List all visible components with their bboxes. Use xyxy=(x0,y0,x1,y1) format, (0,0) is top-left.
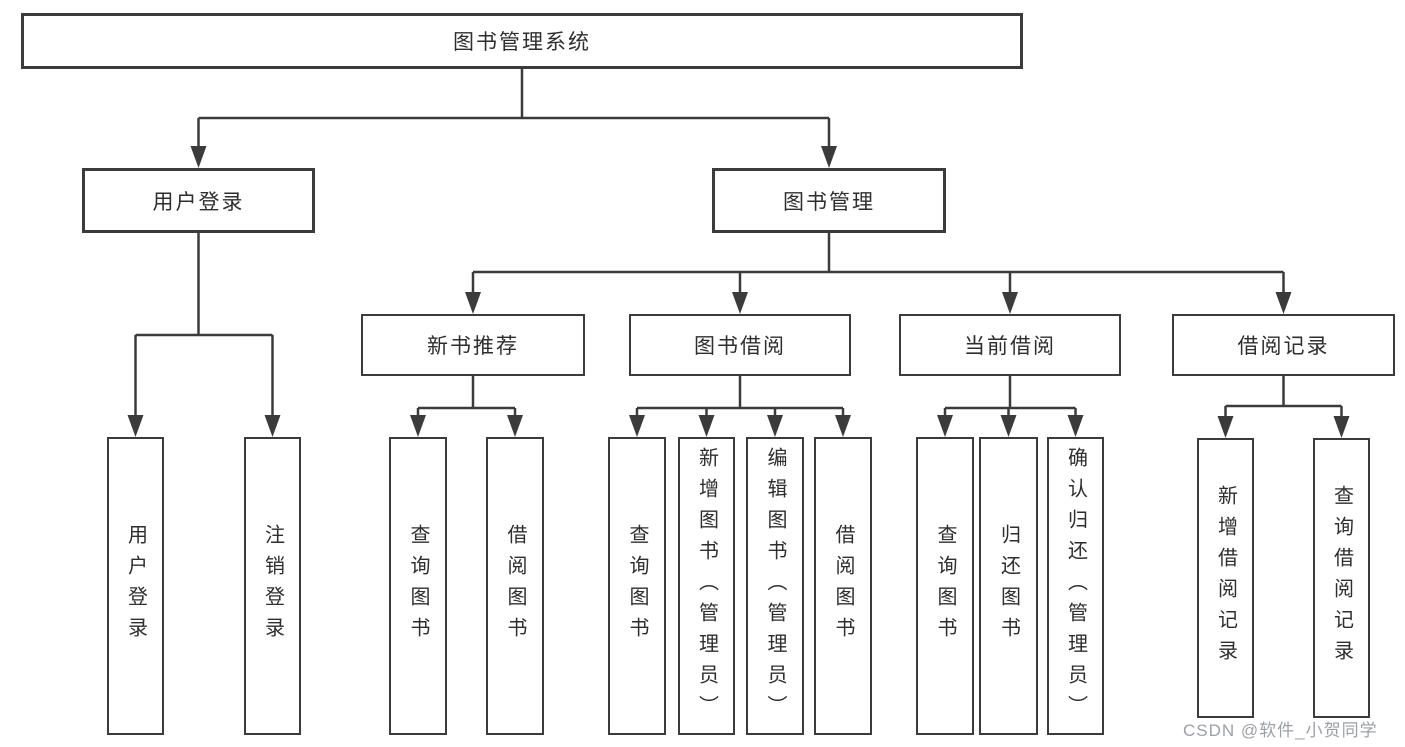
node-label: 新书推荐 xyxy=(427,335,519,358)
leaf-query-books-recommend: 查询图书 xyxy=(389,437,447,735)
node-label: 图书管理系统 xyxy=(453,31,591,54)
leaf-label: 新增借阅记录 xyxy=(1214,485,1237,671)
leaf-label: 编辑图书（管理员） xyxy=(764,446,786,726)
leaf-logout: 注销登录 xyxy=(244,437,301,735)
leaf-label: 归还图书 xyxy=(997,524,1020,648)
leaf-user-login: 用户登录 xyxy=(107,437,164,735)
leaf-label: 查询借阅记录 xyxy=(1330,485,1353,671)
leaf-query-books-borrow: 查询图书 xyxy=(608,437,666,735)
leaf-label: 借阅图书 xyxy=(504,524,526,648)
node-label: 图书管理 xyxy=(783,190,875,214)
arrowheads xyxy=(127,146,1350,438)
leaf-add-borrow-record: 新增借阅记录 xyxy=(1197,438,1254,718)
watermark: CSDN @软件_小贺同学 xyxy=(1183,721,1378,740)
node-label: 图书借阅 xyxy=(694,335,786,358)
node-label: 用户登录 xyxy=(152,190,245,214)
leaf-label: 查询图书 xyxy=(934,524,956,648)
node-root: 图书管理系统 xyxy=(21,13,1023,69)
node-book-management: 图书管理 xyxy=(712,168,946,233)
leaf-return-books: 归还图书 xyxy=(979,437,1038,735)
node-borrow-records: 借阅记录 xyxy=(1172,314,1395,376)
leaf-edit-books-admin: 编辑图书（管理员） xyxy=(746,437,804,735)
leaf-label: 查询图书 xyxy=(407,524,429,648)
leaf-label: 查询图书 xyxy=(626,524,648,648)
leaf-label: 用户登录 xyxy=(124,524,147,648)
leaf-query-borrow-record: 查询借阅记录 xyxy=(1313,438,1370,718)
node-current-borrow: 当前借阅 xyxy=(899,314,1121,376)
leaf-add-books-admin: 新增图书（管理员） xyxy=(678,437,735,735)
node-new-book-recommend: 新书推荐 xyxy=(361,314,585,376)
leaf-label: 注销登录 xyxy=(261,524,284,648)
leaf-query-books-current: 查询图书 xyxy=(916,437,974,735)
leaf-label: 新增图书（管理员） xyxy=(695,446,718,726)
node-book-borrow: 图书借阅 xyxy=(629,314,851,376)
leaf-label: 借阅图书 xyxy=(832,524,854,648)
node-label: 当前借阅 xyxy=(964,335,1056,358)
leaf-borrow-books: 借阅图书 xyxy=(814,437,872,735)
node-user-login: 用户登录 xyxy=(82,168,315,233)
node-label: 借阅记录 xyxy=(1237,335,1330,358)
leaf-borrow-books-recommend: 借阅图书 xyxy=(486,437,544,735)
leaf-label: 确认归还（管理员） xyxy=(1064,446,1087,726)
leaf-confirm-return-admin: 确认归还（管理员） xyxy=(1047,437,1104,735)
